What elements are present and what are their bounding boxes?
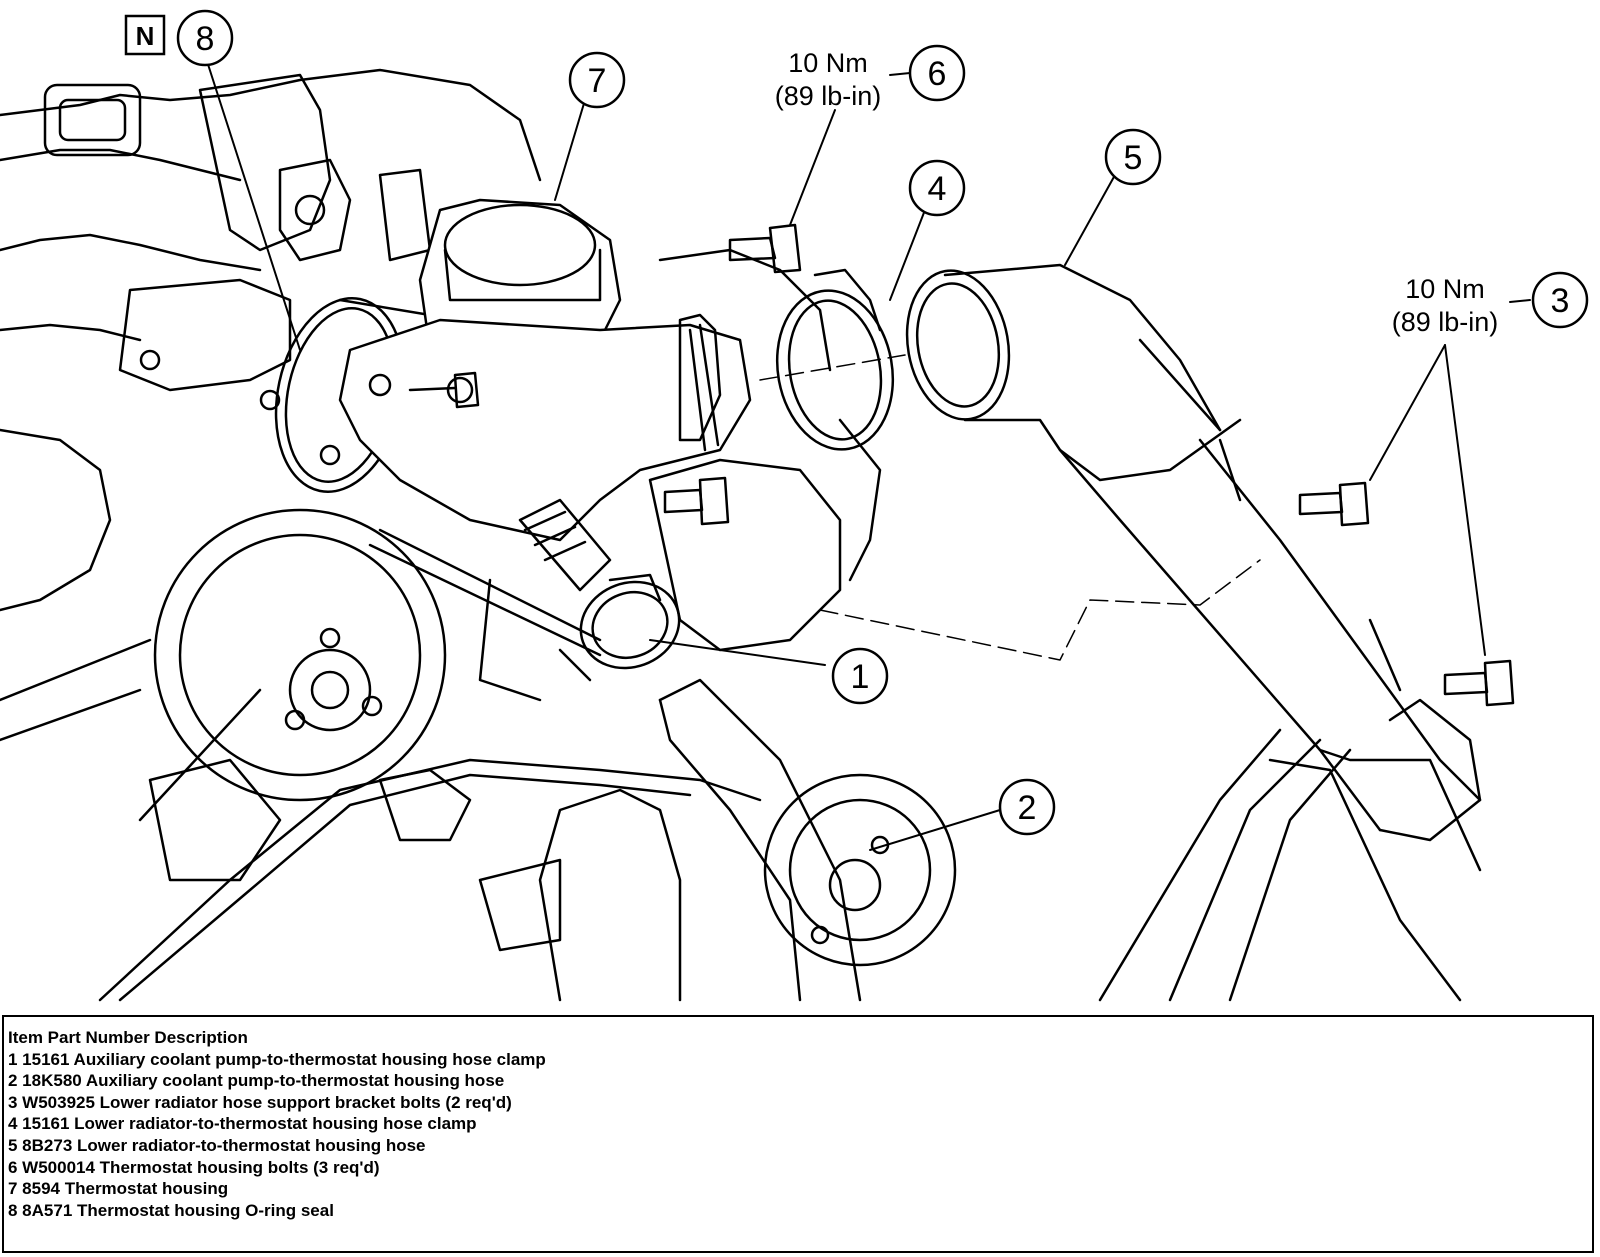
legend-row: 5 8B273 Lower radiator-to-thermostat hou… bbox=[8, 1135, 426, 1155]
idler-pulley bbox=[763, 773, 957, 967]
aux-coolant-hose bbox=[658, 678, 862, 1002]
legend-row: 7 8594 Thermostat housing bbox=[8, 1179, 229, 1199]
bracket-bolt-upper bbox=[1298, 481, 1370, 527]
view-marker-box bbox=[124, 14, 166, 56]
callout-1-circle bbox=[831, 647, 889, 705]
callout-4: 4 bbox=[928, 170, 947, 208]
callout-3-circle bbox=[1531, 271, 1589, 329]
legend-row: 3 W503925 Lower radiator hose support br… bbox=[8, 1092, 512, 1112]
legend-header: Item Part Number Description bbox=[8, 1028, 248, 1047]
engine-block-drawing bbox=[0, 68, 957, 1002]
lower-radiator-hose bbox=[905, 263, 1482, 842]
exploded-diagram: N 8 7 6 4 5 3 1 2 10 Nm (89 lb-in) 10 Nm… bbox=[0, 9, 1589, 1002]
hose-clamp-4 bbox=[775, 268, 895, 451]
callout-3: 3 bbox=[1551, 282, 1570, 320]
housing-bolt-lower bbox=[663, 476, 730, 526]
hose-clamp-1 bbox=[558, 573, 681, 682]
housing-bolt bbox=[728, 223, 802, 274]
parts-legend: Item Part Number Description 1 15161 Aux… bbox=[2, 1015, 1594, 1253]
callout-2-circle bbox=[998, 778, 1056, 836]
torque-spec-6-lbin: (89 lb-in) bbox=[775, 81, 882, 111]
callout-6: 6 bbox=[928, 55, 947, 93]
legend-row: 1 15161 Auxiliary coolant pump-to-thermo… bbox=[8, 1049, 546, 1069]
callout-6-circle bbox=[908, 44, 966, 102]
callout-8-circle bbox=[176, 9, 234, 67]
thermostat-housing bbox=[338, 198, 752, 592]
callout-7: 7 bbox=[588, 62, 607, 100]
callout-8: 8 bbox=[196, 20, 215, 58]
callout-4-circle bbox=[908, 159, 966, 217]
housing-bolt-center bbox=[408, 371, 480, 409]
legend-row: 2 18K580 Auxiliary coolant pump-to-therm… bbox=[8, 1071, 505, 1091]
callout-2: 2 bbox=[1018, 789, 1037, 827]
callout-7-circle bbox=[568, 51, 626, 109]
torque-spec-3-nm: 10 Nm bbox=[1405, 274, 1485, 304]
water-pump-pulley bbox=[153, 508, 447, 802]
bracket-bolt-lower bbox=[1443, 659, 1515, 707]
torque-spec-3-lbin: (89 lb-in) bbox=[1392, 307, 1499, 337]
callout-1: 1 bbox=[851, 658, 870, 696]
callout-5: 5 bbox=[1124, 139, 1143, 177]
legend-row: 6 W500014 Thermostat housing bolts (3 re… bbox=[8, 1157, 380, 1177]
view-marker: N bbox=[136, 21, 155, 51]
torque-spec-6-nm: 10 Nm bbox=[788, 48, 868, 78]
callout-5-circle bbox=[1104, 128, 1162, 186]
legend-row: 4 15161 Lower radiator-to-thermostat hou… bbox=[8, 1114, 477, 1134]
legend-row: 8 8A571 Thermostat housing O-ring seal bbox=[8, 1200, 334, 1220]
support-tubes bbox=[1098, 438, 1482, 1002]
